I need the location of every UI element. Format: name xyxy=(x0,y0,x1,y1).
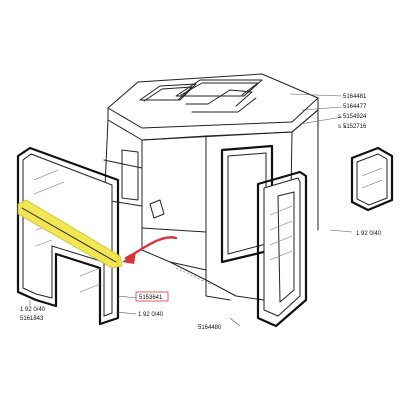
rear-quarter-window xyxy=(350,146,394,212)
label-1920-40-left: 1 92 0/40 xyxy=(20,307,46,313)
label-5161843: 5161843 xyxy=(20,316,44,322)
leader-lines xyxy=(29,93,353,327)
label-5164481: 5164481 xyxy=(343,94,367,100)
label-5153641: 5153641 xyxy=(139,295,163,301)
door-glass-hatching xyxy=(269,205,293,261)
label-5164477: 5164477 xyxy=(343,104,367,110)
label-5164480: 5164480 xyxy=(198,325,222,331)
label-s-prefix-1: s xyxy=(338,114,341,120)
label-1920-40-right: 1 92 0/40 xyxy=(356,231,382,237)
label-s-prefix-2: s xyxy=(338,124,341,130)
windscreen-hatching xyxy=(33,169,101,293)
label-5152716: 5152716 xyxy=(343,124,367,130)
side-door xyxy=(256,170,308,328)
part-number-labels: 5164481 5164477 s 5154924 s 5152716 1 92… xyxy=(20,94,382,331)
callout-box-5153641 xyxy=(135,291,169,302)
red-pointer-arrow xyxy=(122,236,178,264)
roof-hatch-right xyxy=(175,79,263,113)
roof-hatch-left xyxy=(139,83,197,102)
label-5154924: 5154924 xyxy=(343,114,367,120)
label-1920-40-bottom: 1 92 0/40 xyxy=(138,312,164,318)
